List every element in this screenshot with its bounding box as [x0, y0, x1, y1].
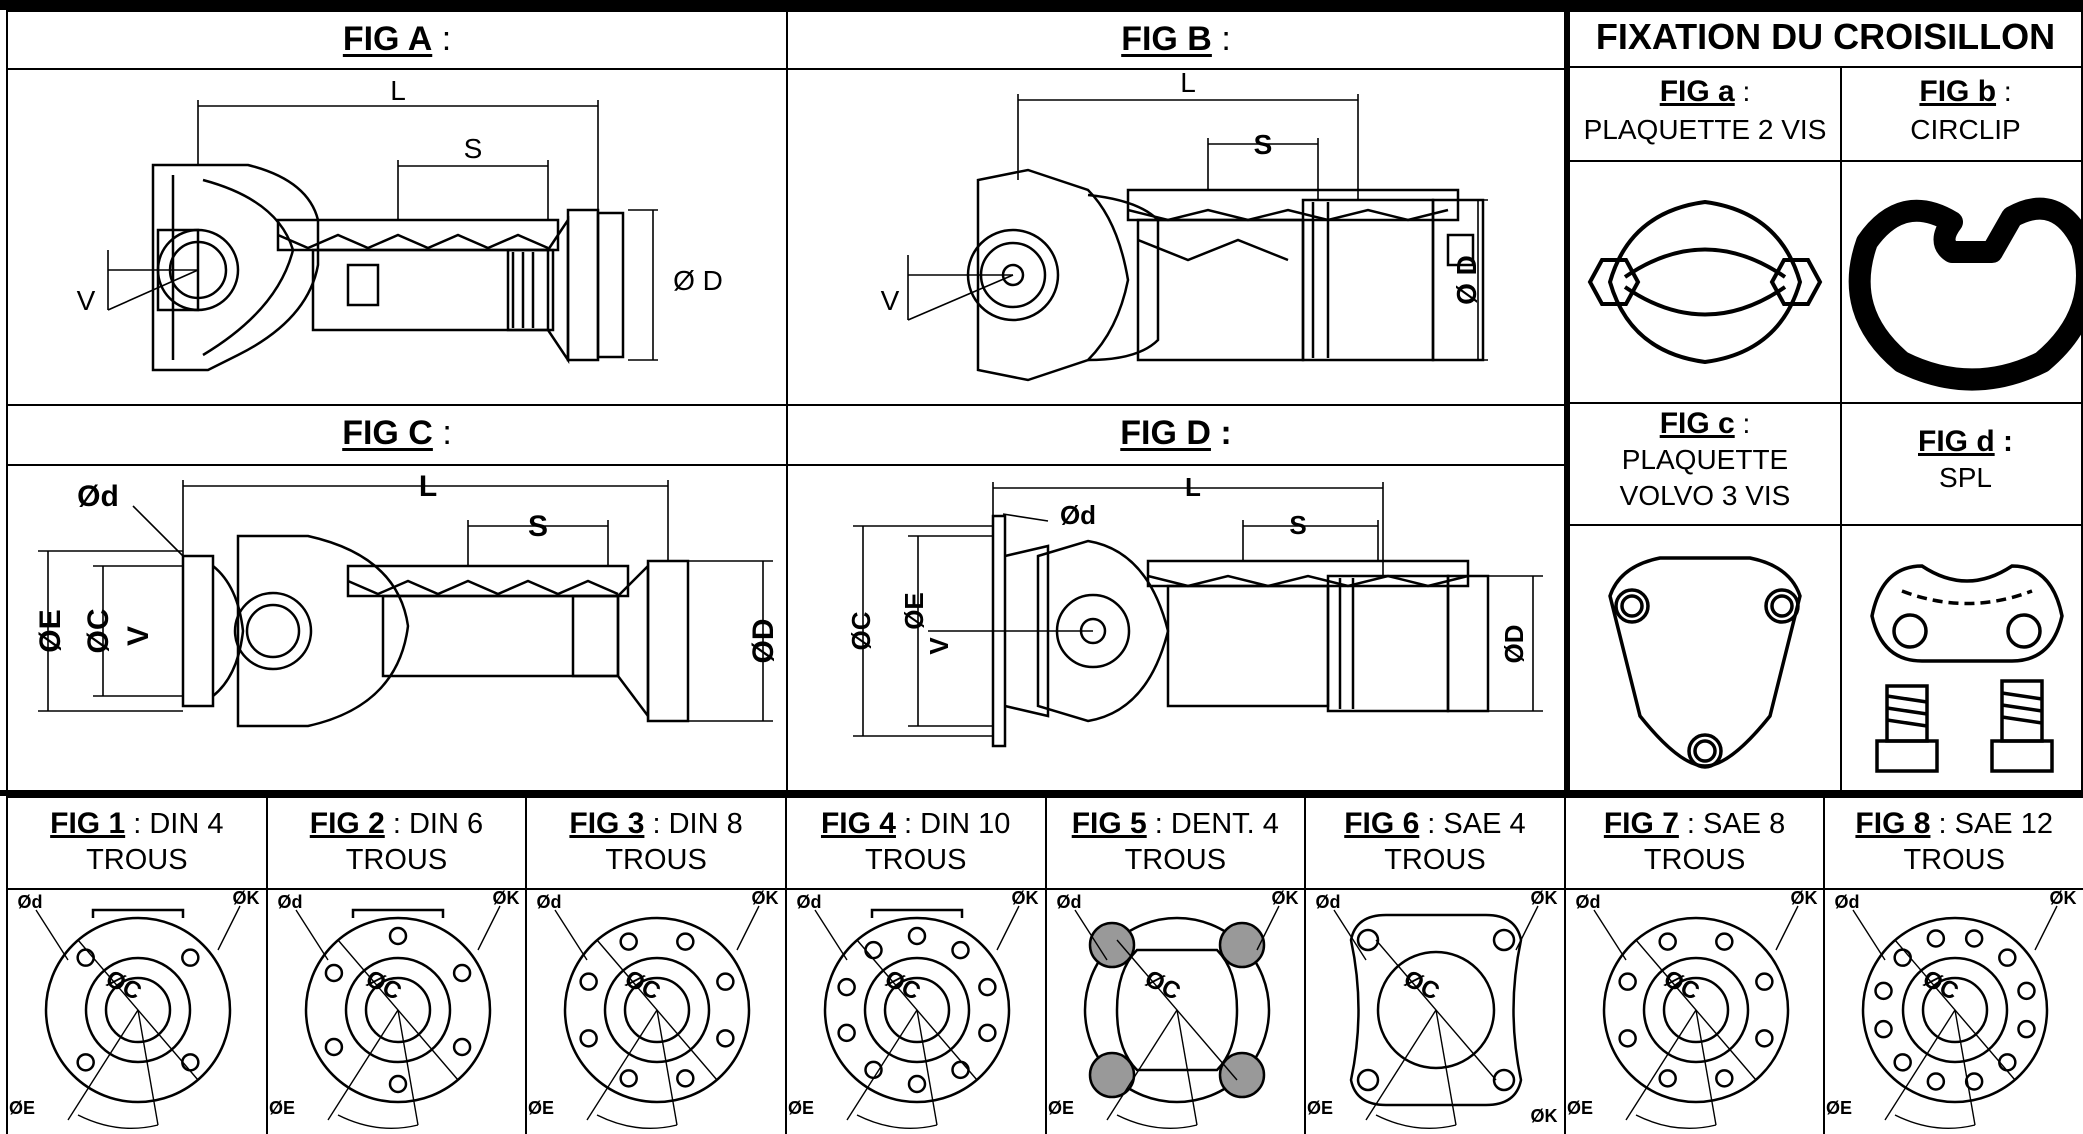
flange-cell-8: FIG 8 : SAE 12 TROUS ØdØKØCØE22°5 [1823, 796, 2083, 1134]
shaft-drawing-fig-a: L S V Ø D [77, 75, 723, 372]
flange-label-dia-e: ØE [788, 1098, 814, 1118]
flange-drawing-7: ØdØKØCØE22°5 [1567, 888, 1818, 1134]
panel-fixation: FIXATION DU CROISILLON FIG a : PLAQUETTE… [1564, 10, 2083, 796]
flange-label-dia-e: ØE [1047, 1098, 1073, 1118]
flange-drawing-8: ØdØKØCØE22°5 [1826, 888, 2077, 1134]
flange-drawing-3: ØdØKØCØE22°5 [528, 888, 779, 1134]
flange-drawing-2: ØdØKØCØE30° [269, 888, 520, 1134]
shaft-drawing-fig-c: Ød L S ØE ØC V ØD [34, 470, 780, 728]
shaft-drawing-fig-d: Ød L S ØC ØE V ØD [846, 472, 1543, 748]
dim-V: V [881, 285, 900, 316]
flange-drawing-4: ØdØKØCØE36° [788, 888, 1039, 1134]
flange-label-dia-d: Ød [537, 892, 562, 912]
dim-S: S [528, 510, 548, 543]
flange-angle-label: 22°5 [1926, 1130, 1967, 1134]
flange-label-dia-d: Ød [1316, 892, 1341, 912]
panel-title: FIG D : [1120, 414, 1232, 452]
panel-fig-a: FIG A : [6, 10, 788, 406]
flange-label-dia-d: Ød [796, 892, 821, 912]
dim-S: S [1289, 510, 1306, 540]
dim-D: Ø D [1451, 255, 1482, 305]
plate-2-screw-icon [1587, 199, 1823, 365]
shaft-drawing-fig-b: L S V Ø D [881, 67, 1488, 382]
dim-V: V [77, 285, 96, 316]
dim-L: L [419, 470, 437, 503]
flange-label-dia-e: ØE [9, 1098, 35, 1118]
flange-cell-4: FIG 4 : DIN 10 TROUS ØdØKØCØE36° [784, 796, 1047, 1134]
fixation-header: FIXATION DU CROISILLON [1595, 16, 2056, 57]
panel-title: FIG C : [342, 414, 452, 452]
fixation-fig-b: FIG b : CIRCLIP [1910, 75, 2021, 145]
flange-label-dia-e: ØE [269, 1098, 295, 1118]
flange-label-dia-k: ØK [2050, 888, 2077, 908]
dim-d: Ød [1060, 500, 1096, 530]
flange-cell-6: FIG 6 : SAE 4 TROUS ØdØKØCØEØK50° [1304, 796, 1566, 1134]
flange-label-dia-k: ØK [752, 888, 779, 908]
flange-cell-5: FIG 5 : DENT. 4 TROUS ØdØKØCØE55° [1044, 796, 1307, 1134]
volvo-plate-3-screw-icon [1608, 556, 1802, 769]
flange-drawing-6: ØdØKØCØEØK50° [1307, 888, 1558, 1134]
flange-label-dia-k: ØK [1011, 888, 1038, 908]
flange-label-dia-k: ØK [492, 888, 519, 908]
panel-title: FIG B : [1121, 20, 1231, 58]
fixation-fig-d: FIG d : SPL [1918, 425, 2013, 493]
dim-E: ØE [34, 609, 67, 652]
dim-L: L [1185, 472, 1201, 502]
flange-label-dia-e: ØE [528, 1098, 554, 1118]
spl-plate-and-bolts-icon [1870, 564, 2064, 773]
dim-E: ØE [899, 592, 929, 630]
flange-cell-1: FIG 1 : DIN 4 TROUS ØdØKØCØE45° [6, 796, 268, 1134]
panel-title: FIG A : [342, 20, 452, 58]
flange-label-dia-e: ØE [1307, 1098, 1333, 1118]
flange-label-dia-e: ØE [1567, 1098, 1593, 1118]
flange-label-dia-d: Ød [1575, 892, 1600, 912]
dim-S: S [1254, 129, 1273, 160]
dim-D: Ø D [673, 265, 723, 296]
dim-S: S [464, 133, 483, 164]
panel-fig-b: FIG B : L S [786, 10, 1566, 406]
flange-angle-label: 22°5 [1667, 1130, 1708, 1134]
flange-angle-label: 22°5 [628, 1130, 669, 1134]
panel-fig-d: FIG D : [786, 404, 1566, 796]
flange-label-dia-d: Ød [1835, 892, 1860, 912]
flange-label-dia-c: ØC [1399, 965, 1443, 1006]
dim-C: ØC [846, 611, 876, 650]
flange-label-dia-k: ØK [233, 888, 260, 908]
flange-cell-3: FIG 3 : DIN 8 TROUS ØdØKØCØE22°5 [525, 796, 787, 1134]
panel-fig-c: FIG C : Ød [6, 404, 788, 796]
flange-row: FIG 1 : DIN 4 TROUS ØdØKØCØE45° FIG 2 : … [6, 796, 2083, 1134]
flange-label-dia-e: ØE [1826, 1098, 1852, 1118]
fixation-fig-a: FIG a : PLAQUETTE 2 VIS [1583, 75, 1827, 145]
dim-V: V [924, 637, 954, 655]
circlip-icon [1848, 197, 2081, 391]
dim-d: Ød [77, 480, 119, 513]
flange-drawing-1: ØdØKØCØE45° [9, 888, 260, 1134]
flange-cell-2: FIG 2 : DIN 6 TROUS ØdØKØCØE30° [265, 796, 528, 1134]
dim-D: ØD [1499, 625, 1529, 664]
flange-label-dia-d: Ød [18, 892, 43, 912]
dim-D: ØD [747, 619, 780, 664]
dim-C: ØC [82, 609, 115, 654]
flange-label-dia-k: ØK [1271, 888, 1298, 908]
flange-row-border [0, 790, 2083, 796]
dim-V: V [122, 626, 155, 646]
flange-label-dia-d: Ød [1056, 892, 1081, 912]
flange-label-dia-c: ØC [1140, 965, 1184, 1006]
top-border [0, 0, 2083, 10]
dim-L: L [1180, 67, 1196, 98]
dim-L: L [390, 75, 406, 106]
flange-drawing-5: ØdØKØCØE55° [1047, 888, 1298, 1134]
fixation-fig-c: FIG c : PLAQUETTE VOLVO 3 VIS [1619, 407, 1791, 511]
flange-label-dia-d: Ød [277, 892, 302, 912]
flange-cell-7: FIG 7 : SAE 8 TROUS ØdØKØCØE22°5 [1563, 796, 1826, 1134]
flange-label-dia-k: ØK [1531, 888, 1558, 908]
flange-label-dia-k: ØK [1790, 888, 1817, 908]
flange-label-dia-k: ØK [1531, 1106, 1558, 1126]
